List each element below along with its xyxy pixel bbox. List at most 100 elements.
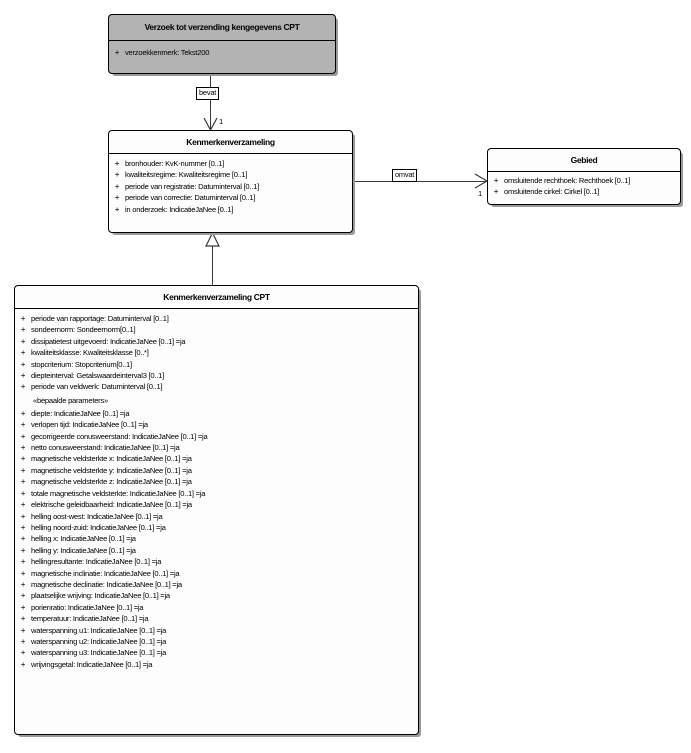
attribute-text: verzoekkenmerk: Tekst200 (125, 48, 210, 57)
visibility-marker: + (114, 170, 120, 180)
stereotype-label: «bepaalde parameters» (33, 395, 108, 405)
attribute-row: + bronhouder: KvK-nummer [0..1] (109, 158, 352, 169)
attribute-row: + verzoekkenmerk: Tekst200 (109, 47, 335, 58)
visibility-marker: + (20, 408, 26, 418)
attribute-row: +elektrische geleidbaarheid: IndicatieJa… (15, 499, 418, 510)
visibility-marker: + (114, 48, 120, 57)
visibility-marker: + (20, 522, 26, 532)
attribute-text: waterspanning u1: IndicatieJaNee [0..1] … (31, 625, 167, 635)
visibility-marker: + (20, 579, 26, 589)
attribute-text: diepteinterval: Getalswaardeinterval3 [0… (31, 371, 164, 381)
visibility-marker: + (20, 545, 26, 555)
attribute-row: + magnetische veldsterkte y: IndicatieJaN… (15, 465, 418, 476)
visibility-marker: + (20, 431, 26, 441)
attribute-text: magnetische veldsterkte x: IndicatieJaNe… (31, 454, 192, 464)
attribute-row: +stopcriterium: Stopcriterium[0..1] (15, 359, 418, 370)
attribute-row: + magnetische veldsterkte z: IndicatieJaN… (15, 476, 418, 487)
visibility-marker: + (20, 348, 26, 358)
attribute-text: magnetische veldsterkte z: IndicatieJaNe… (31, 477, 192, 487)
attribute-text: netto conusweerstand: IndicatieJaNee [0.… (31, 443, 180, 453)
attribute-row: +magnetische inclinatie: IndicatieJaNee … (15, 568, 418, 579)
visibility-marker: + (20, 359, 26, 369)
attribute-row: + magnetische declinatie: IndicatieJaNee … (15, 579, 418, 590)
attribute-row: +waterspanning u2: IndicatieJaNee [0..1]… (15, 636, 418, 647)
visibility-marker: + (20, 420, 26, 430)
attribute-row: + diepteinterval: Getalswaardeinterval3 [… (15, 370, 418, 381)
visibility-marker: + (20, 625, 26, 635)
attribute-row: + kwaliteitsregime: Kwaliteitsregime [0.… (109, 169, 352, 180)
visibility-marker: + (493, 187, 499, 197)
attribute-text: magnetische veldsterkte y: IndicatieJaNe… (31, 465, 192, 475)
attribute-text: periode van veldwerk: Datuminterval [0..… (31, 382, 163, 392)
visibility-marker: + (20, 336, 26, 346)
attribute-row: +dissipatietest uitgevoerd: IndicatieJaN… (15, 336, 418, 347)
attribute-text: helling x: IndicatieJaNee [0..1] =ja (31, 534, 136, 544)
attribute-row: +totale magnetische veldsterkte: Indicat… (15, 488, 418, 499)
attribute-text: kwaliteitsklasse: Kwaliteitsklasse [0..*… (31, 348, 149, 358)
attribute-text: verlopen tijd: IndicatieJaNee [0..1] =ja (31, 420, 148, 430)
attribute-text: omsluitende cirkel: Cirkel [0..1] (504, 187, 600, 197)
visibility-marker: + (20, 488, 26, 498)
attribute-row: + periode van registratie: Datuminterval… (109, 181, 352, 192)
visibility-marker: + (20, 465, 26, 475)
visibility-marker: + (20, 534, 26, 544)
visibility-marker: + (20, 568, 26, 578)
attribute-row: + porienratio: IndicatieJaNee [0..1] =ja (15, 602, 418, 613)
attribute-text: helling noord-zuid: IndicatieJaNee [0..1… (31, 522, 166, 532)
attribute-row: +gecorrigeerde conusweerstand: Indicatie… (15, 431, 418, 442)
visibility-marker: + (20, 477, 26, 487)
association-line-bevat (210, 74, 211, 130)
class-box-kenmerkenverzameling[interactable]: Kenmerkenverzameling + bronhouder: KvK-n… (108, 130, 353, 233)
visibility-marker: + (114, 181, 120, 191)
attribute-row: + kwaliteitsklasse: Kwaliteitsklasse [0..… (15, 347, 418, 358)
attribute-row: + hellingresultante: IndicatieJaNee [0..1… (15, 556, 418, 567)
association-multiplicity-bevat: 1 (219, 117, 224, 126)
attribute-row: + periode van correctie: Datuminterval [… (109, 192, 352, 203)
attribute-row: + verlopen tijd: IndicatieJaNee [0..1] =j… (15, 419, 418, 430)
visibility-marker: + (20, 557, 26, 567)
class-box-verzoek-tot-verzending-kengegevens-cpt[interactable]: Verzoek tot verzending kengegevens CPT +… (108, 14, 336, 74)
attribute-row: + helling x: IndicatieJaNee [0..1] =ja (15, 533, 418, 544)
visibility-marker: + (114, 204, 120, 214)
visibility-marker: + (20, 602, 26, 612)
generalization-line (212, 240, 213, 285)
attribute-text: bronhouder: KvK-nummer [0..1] (125, 159, 225, 168)
attribute-row: +diepte: IndicatieJaNee [0..1] =ja (15, 408, 418, 419)
attribute-row: +helling oost-west: IndicatieJaNee [0..1… (15, 511, 418, 522)
visibility-marker: + (20, 648, 26, 658)
visibility-marker: + (114, 193, 120, 203)
visibility-marker: + (20, 325, 26, 335)
attribute-text: wrijvingsgetal: IndicatieJaNee [0..1] =j… (31, 659, 153, 669)
association-line-omvat (353, 181, 487, 182)
attribute-row: + in onderzoek: IndicatieJaNee [0..1] (109, 204, 352, 215)
attribute-row: + netto conusweerstand: IndicatieJaNee [0… (15, 442, 418, 453)
attribute-row: +periode van veldwerk: Datuminterval [0.… (15, 381, 418, 392)
class-title-kenmerkenverzameling: Kenmerkenverzameling (109, 131, 352, 154)
attribute-row: +temperatuur: IndicatieJaNee [0..1] =ja (15, 613, 418, 624)
attribute-text: hellingresultante: IndicatieJaNee [0..1]… (31, 557, 162, 567)
attribute-row: +helling y: IndicatieJaNee [0..1] =ja (15, 545, 418, 556)
visibility-marker: + (20, 443, 26, 453)
attribute-text: elektrische geleidbaarheid: IndicatieJaN… (31, 500, 192, 510)
attribute-text: porienratio: IndicatieJaNee [0..1] =ja (31, 602, 144, 612)
attribute-row: +magnetische veldsterkte x: IndicatieJaN… (15, 453, 418, 464)
attribute-text: periode van correctie: Datuminterval [0.… (125, 193, 256, 203)
attribute-text: magnetische declinatie: IndicatieJaNee [… (31, 579, 182, 589)
association-multiplicity-omvat: 1 (478, 189, 483, 198)
attribute-text: sondeernorm: Sondeernorm[0..1] (31, 325, 136, 335)
attribute-row: + omsluitende rechthoek: Rechthoek [0..1… (488, 175, 680, 186)
class-box-kenmerkenverzameling-cpt[interactable]: Kenmerkenverzameling CPT +periode van ra… (14, 285, 419, 735)
class-attributes-gebied: + omsluitende rechthoek: Rechthoek [0..1… (488, 172, 680, 202)
attribute-text: waterspanning u2: IndicatieJaNee [0..1] … (31, 636, 167, 646)
attribute-text: waterspanning u3: IndicatieJaNee [0..1] … (31, 648, 167, 658)
class-box-gebied[interactable]: Gebied + omsluitende rechthoek: Rechthoe… (487, 148, 681, 205)
attribute-text: periode van rapportage: Datuminterval [0… (31, 314, 169, 323)
visibility-marker: + (20, 659, 26, 669)
class-title-gebied: Gebied (488, 149, 680, 172)
visibility-marker: + (20, 371, 26, 381)
visibility-marker: + (20, 511, 26, 521)
attribute-row: + waterspanning u1: IndicatieJaNee [0..1]… (15, 625, 418, 636)
visibility-marker: + (20, 314, 26, 323)
attribute-text: kwaliteitsregime: Kwaliteitsregime [0..1… (125, 170, 248, 180)
